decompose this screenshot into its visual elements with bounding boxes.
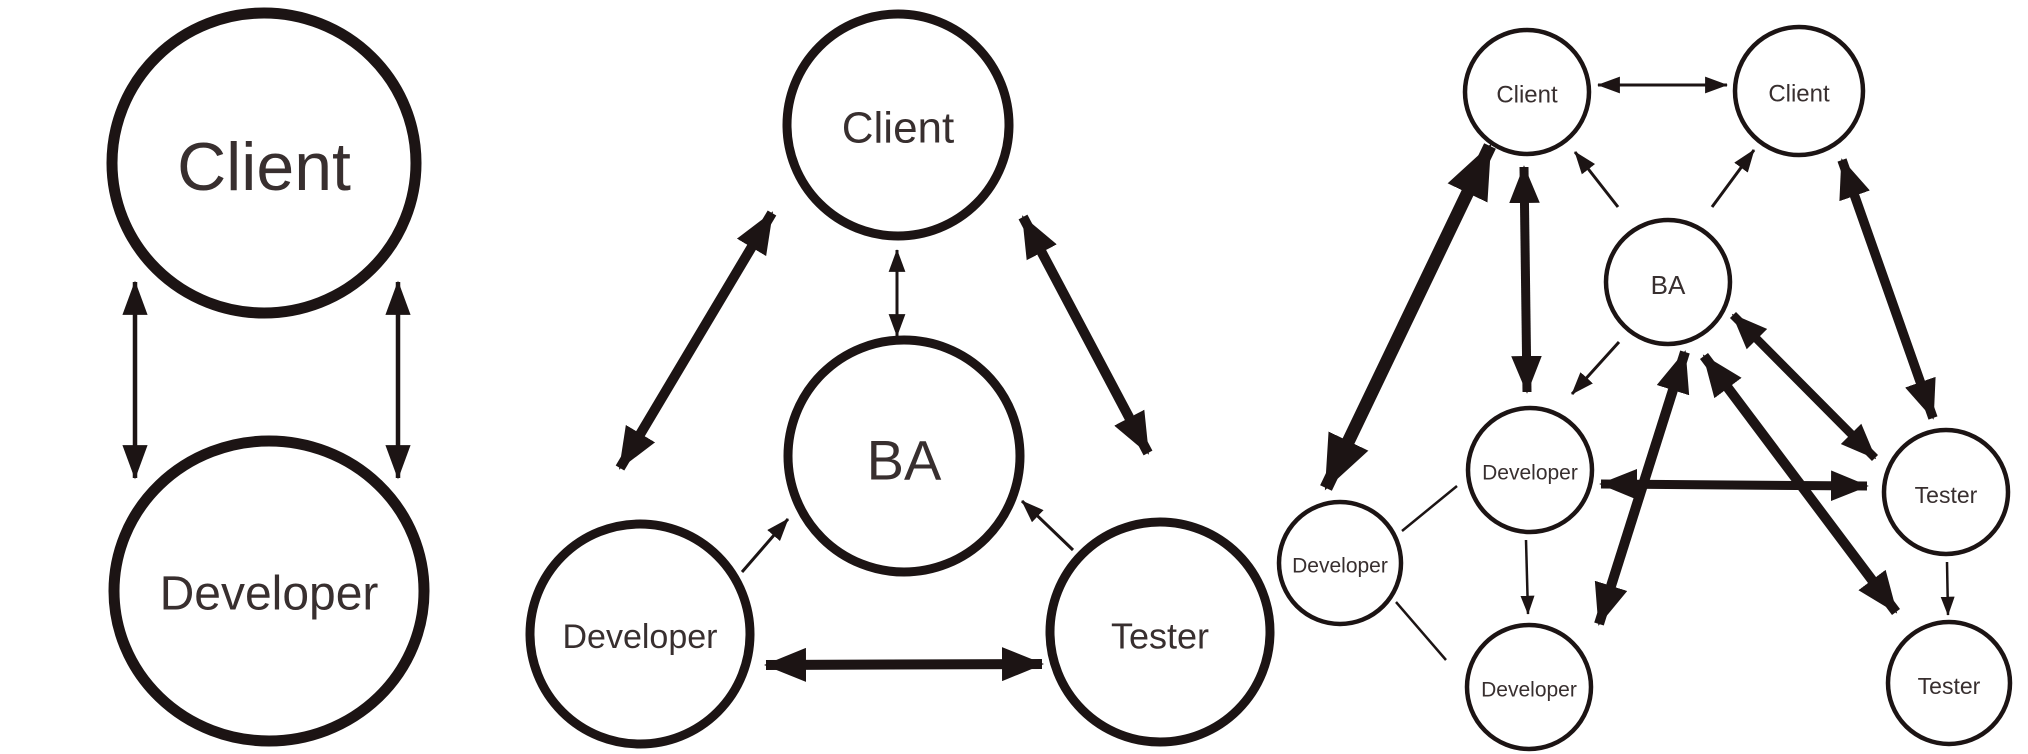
- node-developer-circle: [108, 435, 430, 747]
- edge-developer-mid-developer-left: [1401, 485, 1458, 532]
- edge-ba-tester-right: [1729, 312, 1879, 461]
- node-developer-left-circle: [1276, 499, 1404, 627]
- node-developer-circle: [525, 519, 755, 749]
- panel-scaled: Client Client BA Developer Developer Dev…: [1276, 24, 2013, 752]
- node-ba-label: BA: [867, 429, 942, 492]
- edge-developer-client: [615, 210, 777, 471]
- node-client-right-label: Client: [1768, 81, 1830, 108]
- node-tester-label: Tester: [1111, 616, 1209, 657]
- panel-with-ba: Client BA Developer Tester: [525, 9, 1275, 749]
- edge-developer-mid-tester-right: [1599, 468, 1869, 502]
- edge-developer-tester: [764, 647, 1044, 682]
- edge-client-tester: [1018, 214, 1153, 456]
- node-client-circle: [106, 7, 422, 319]
- edge-tester-right-tester-bottom: [1940, 561, 1955, 616]
- edge-ba-client-left: [1573, 151, 1620, 208]
- node-tester-bottom-circle: [1885, 619, 2013, 747]
- node-ba-circle: [1603, 217, 1733, 347]
- node-client-left-label: Client: [1496, 82, 1558, 109]
- edge-ba-client-right: [1710, 149, 1756, 208]
- edge-developer-left-developer-bottom: [1395, 601, 1447, 661]
- node-ba-circle: [783, 335, 1025, 577]
- node-ba-label: BA: [1651, 270, 1686, 300]
- edge-developer-ba: [740, 518, 790, 573]
- edge-client-developer-mid: [1509, 165, 1542, 394]
- node-client-label: Client: [177, 129, 351, 205]
- node-tester-bottom-label: Tester: [1918, 673, 1981, 699]
- edge-tester-ba: [1020, 499, 1075, 552]
- edge-client-tester-right: [1837, 158, 1938, 420]
- node-client-circle: [782, 9, 1014, 241]
- node-client-left-circle: [1462, 27, 1592, 157]
- node-tester-right-label: Tester: [1915, 482, 1978, 508]
- edge-client-developer-left: [1320, 143, 1496, 491]
- node-developer-bottom-label: Developer: [1481, 679, 1577, 702]
- panel-simple: Client Developer: [106, 7, 430, 747]
- node-tester-circle: [1045, 517, 1275, 747]
- node-tester-right-circle: [1881, 427, 2011, 557]
- node-developer-bottom-circle: [1464, 622, 1594, 752]
- edge-ba-developer-mid: [1570, 340, 1621, 396]
- node-client-label: Client: [842, 104, 955, 153]
- node-developer-mid-circle: [1465, 405, 1595, 535]
- node-developer-label: Developer: [563, 618, 718, 656]
- node-developer-mid-label: Developer: [1482, 462, 1578, 485]
- node-developer-label: Developer: [160, 568, 379, 621]
- edge-developer-mid-developer-bottom: [1520, 539, 1535, 615]
- node-developer-left-label: Developer: [1292, 555, 1388, 578]
- node-client-right-circle: [1732, 24, 1866, 158]
